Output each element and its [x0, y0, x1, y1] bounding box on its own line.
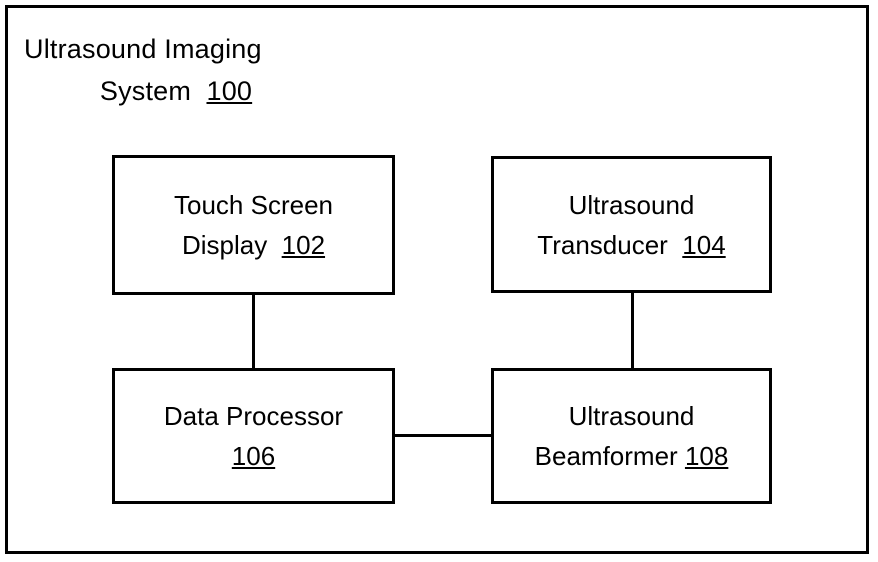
block-touch-screen-display[interactable]: Touch Screen Display 102: [112, 155, 395, 295]
block-ultrasound-transducer-line1: Ultrasound: [568, 189, 695, 220]
block-ultrasound-transducer-label: Transducer: [537, 229, 668, 260]
connector-transducer-to-beamformer: [631, 291, 634, 371]
block-touch-screen-display-reference-numeral: 102: [281, 230, 326, 260]
figure-title-line1: Ultrasound Imaging: [24, 34, 262, 64]
figure-title: Ultrasound Imaging System 100: [22, 28, 352, 112]
block-ultrasound-transducer-reference-numeral: 104: [682, 229, 726, 260]
block-ultrasound-beamformer-label: Beamformer: [534, 441, 678, 471]
block-data-processor-reference-numeral: 106: [231, 441, 276, 471]
block-ultrasound-transducer-line2: Transducer 104: [537, 225, 725, 265]
block-ultrasound-beamformer[interactable]: Ultrasound Beamformer 108: [491, 368, 772, 504]
figure-title-reference-numeral: 100: [206, 76, 253, 106]
block-data-processor[interactable]: Data Processor 106: [112, 368, 395, 504]
block-data-processor-line2: 106: [232, 436, 275, 476]
connector-display-to-processor: [252, 292, 255, 371]
block-ultrasound-beamformer-line2: Beamformer 108: [535, 436, 729, 476]
figure-title-line2: System 100: [22, 70, 352, 112]
figure-title-line2-text: System: [99, 76, 192, 106]
block-ultrasound-transducer[interactable]: Ultrasound Transducer 104: [491, 156, 772, 293]
block-touch-screen-display-line2: Display 102: [182, 225, 325, 265]
block-touch-screen-display-label: Display: [181, 230, 268, 260]
block-data-processor-line1: Data Processor: [163, 401, 344, 431]
block-ultrasound-beamformer-line1: Ultrasound: [568, 401, 695, 431]
block-touch-screen-display-line1: Touch Screen: [174, 190, 333, 220]
block-ultrasound-beamformer-reference-numeral: 108: [684, 441, 729, 471]
connector-processor-to-beamformer: [393, 434, 494, 437]
